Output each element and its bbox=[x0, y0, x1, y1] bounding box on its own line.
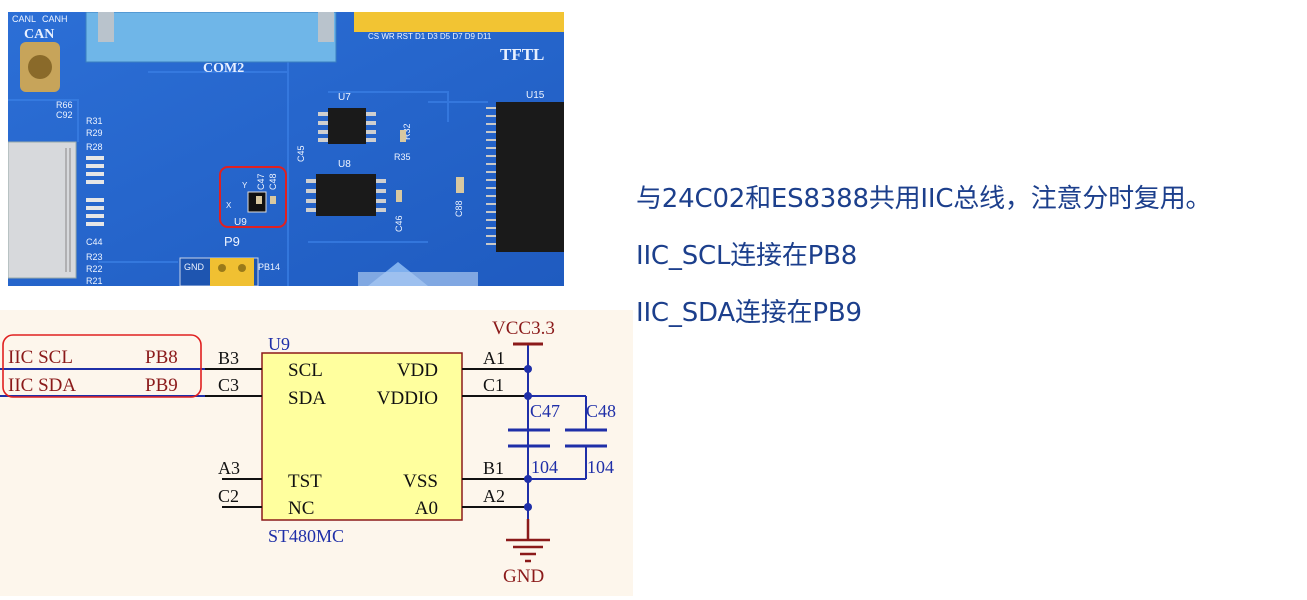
pin-num-a3: A3 bbox=[218, 458, 240, 478]
silk-c48: C48 bbox=[268, 173, 278, 190]
right-pin-stubs bbox=[462, 368, 528, 508]
board-photo-svg: COM2 CANL CANH CAN CS WR RST D1 D3 D5 D7… bbox=[8, 12, 564, 286]
silk-axis-x: X bbox=[226, 201, 232, 210]
schematic: U9 ST480MC SCL SDA TST NC VDD VDDIO VSS … bbox=[0, 310, 633, 596]
c47-part bbox=[256, 196, 262, 204]
pin-name-a0: A0 bbox=[415, 498, 438, 519]
iic-net-wires bbox=[0, 368, 205, 397]
note-scl-pin: IIC_SCL连接在PB8 bbox=[636, 241, 858, 271]
silk-gnd: GND bbox=[184, 262, 205, 272]
pin-num-a1: A1 bbox=[483, 348, 505, 368]
net-label-iic-sda: IIC SDA bbox=[8, 375, 76, 396]
silk-canh: CANH bbox=[42, 14, 68, 24]
sd-card-slot-lines bbox=[65, 148, 71, 272]
net-label-pb9: PB9 bbox=[145, 375, 178, 396]
cap-plates bbox=[508, 428, 607, 448]
silk-c47: C47 bbox=[256, 173, 266, 190]
pin-name-sda: SDA bbox=[288, 388, 326, 409]
schematic-svg: U9 ST480MC SCL SDA TST NC VDD VDDIO VSS … bbox=[0, 310, 633, 596]
pin-name-vss: VSS bbox=[403, 471, 438, 492]
note-sda-pin: IIC_SDA连接在PB9 bbox=[636, 298, 862, 328]
silk-r32: R32 bbox=[402, 123, 412, 140]
u8-chip bbox=[316, 174, 376, 216]
silk-c92: C92 bbox=[56, 110, 73, 120]
can-terminal-screw bbox=[28, 55, 52, 79]
silk-tftlcd: TFTL bbox=[500, 45, 544, 64]
pin-num-b3: B3 bbox=[218, 348, 239, 368]
com2-screw-left bbox=[98, 12, 114, 42]
pin-num-c3: C3 bbox=[218, 375, 239, 395]
resistor-array bbox=[86, 156, 104, 226]
pin-name-vdd: VDD bbox=[397, 360, 438, 381]
u8-pins bbox=[306, 179, 386, 212]
net-label-vcc: VCC3.3 bbox=[492, 318, 555, 339]
c48-part bbox=[270, 196, 276, 204]
cap-branch-wires bbox=[528, 395, 587, 480]
left-pin-stubs bbox=[205, 368, 262, 508]
u9-part: ST480MC bbox=[268, 526, 344, 546]
pin-num-c2: C2 bbox=[218, 486, 239, 506]
u9-symbol-body bbox=[261, 352, 463, 521]
pin-num-b1: B1 bbox=[483, 458, 504, 478]
cap-value-c48: 104 bbox=[587, 457, 614, 477]
silk-r21: R21 bbox=[86, 276, 103, 286]
u15-chip bbox=[496, 102, 564, 252]
pin-name-vddio: VDDIO bbox=[377, 388, 438, 409]
note-shared-bus: 与24C02和ES8388共用IIC总线，注意分时复用。 bbox=[636, 184, 1212, 214]
silk-axis-y: Y bbox=[242, 181, 248, 190]
gnd-symbol bbox=[506, 519, 550, 563]
net-label-iic-scl: IIC SCL bbox=[8, 347, 73, 368]
u7-pins bbox=[318, 112, 376, 142]
junction-dots bbox=[524, 365, 532, 511]
board-bottom-marking bbox=[358, 272, 478, 286]
silk-c44: C44 bbox=[86, 237, 103, 247]
silk-pb14: PB14 bbox=[258, 262, 280, 272]
c46-part bbox=[396, 190, 402, 202]
u9-highlight-box bbox=[219, 166, 287, 228]
r32-part bbox=[400, 130, 406, 142]
silk-c46: C46 bbox=[394, 215, 404, 232]
silk-r66: R66 bbox=[56, 100, 73, 110]
com2-connector bbox=[85, 12, 337, 63]
pin-name-scl: SCL bbox=[288, 360, 323, 381]
u7-chip bbox=[328, 108, 366, 144]
iic-highlight-box bbox=[2, 334, 202, 398]
c88-part bbox=[456, 177, 464, 193]
p9-header bbox=[210, 258, 254, 286]
silk-p9: P9 bbox=[224, 234, 240, 249]
silk-lcd-pins: CS WR RST D1 D3 D5 D7 D9 D11 bbox=[368, 32, 492, 41]
silk-c45: C45 bbox=[296, 145, 306, 162]
silk-r28: R28 bbox=[86, 142, 103, 152]
silk-can: CAN bbox=[24, 27, 54, 42]
silk-com2: COM2 bbox=[203, 61, 244, 76]
cap-value-c47: 104 bbox=[531, 457, 558, 477]
p9-pin-2 bbox=[238, 264, 246, 272]
pin-name-tst: TST bbox=[288, 471, 322, 492]
net-label-gnd: GND bbox=[503, 566, 544, 587]
silk-u7: U7 bbox=[338, 92, 351, 103]
silk-u9: U9 bbox=[234, 217, 247, 228]
net-label-pb8: PB8 bbox=[145, 347, 178, 368]
cap-ref-c48: C48 bbox=[586, 401, 616, 421]
pin-num-a2: A2 bbox=[483, 486, 505, 506]
lcd-header bbox=[354, 12, 564, 32]
u9-ref: U9 bbox=[268, 334, 290, 354]
board-photo: COM2 CANL CANH CAN CS WR RST D1 D3 D5 D7… bbox=[8, 12, 564, 286]
silk-r23: R23 bbox=[86, 252, 103, 262]
pin-num-c1: C1 bbox=[483, 375, 504, 395]
silk-r29: R29 bbox=[86, 128, 103, 138]
silk-u8: U8 bbox=[338, 159, 351, 170]
silk-u15: U15 bbox=[526, 90, 545, 101]
pin-name-nc: NC bbox=[288, 498, 314, 519]
silk-c88: C88 bbox=[454, 200, 464, 217]
silk-r35: R35 bbox=[394, 152, 411, 162]
com2-screw-right bbox=[318, 12, 334, 42]
silk-r31: R31 bbox=[86, 116, 103, 126]
u15-pins bbox=[486, 107, 496, 245]
silk-r22: R22 bbox=[86, 264, 103, 274]
silk-canl: CANL bbox=[12, 14, 36, 24]
sd-card-slot bbox=[8, 141, 77, 279]
cap-ref-c47: C47 bbox=[530, 401, 560, 421]
p9-pin-1 bbox=[218, 264, 226, 272]
